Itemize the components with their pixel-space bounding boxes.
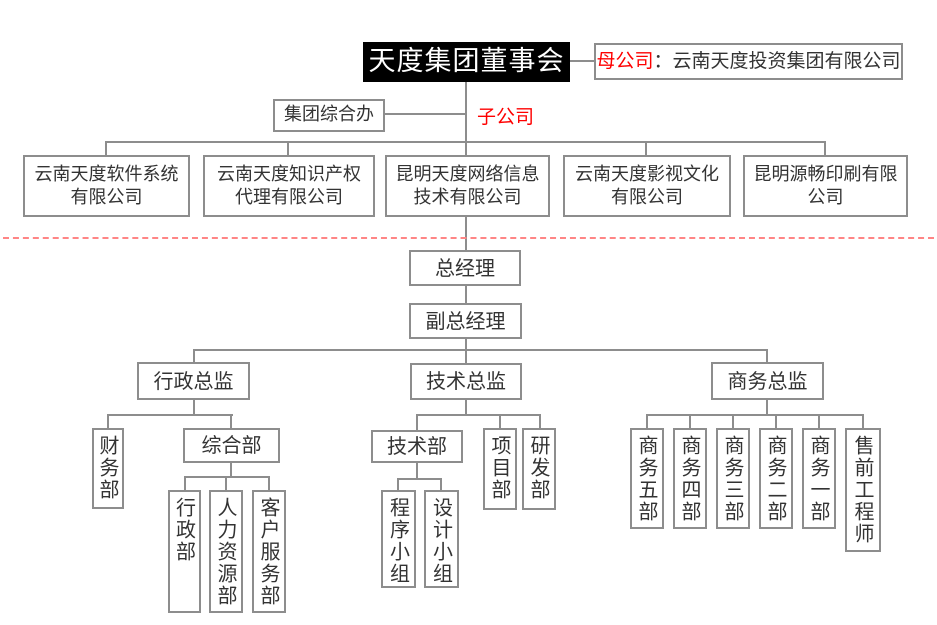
connector-line <box>105 141 826 143</box>
deputy-general-manager-box: 副总经理 <box>409 303 522 339</box>
hr-dept-box: 人力资源部 <box>209 490 243 613</box>
connector-line <box>862 414 864 428</box>
board-of-directors-box: 天度集团董事会 <box>363 42 570 82</box>
connector-line <box>645 141 647 155</box>
connector-line <box>465 286 467 303</box>
connector-line <box>107 414 233 416</box>
connector-line <box>646 414 648 428</box>
subsidiary-box-film-culture: 云南天度影视文化 有限公司 <box>563 155 731 217</box>
admin-dept-label: 行政部 <box>172 497 197 563</box>
hr-dept-label: 人力资源部 <box>214 497 238 607</box>
connector-line <box>416 414 418 430</box>
subsidiary-type-label: 子公司 <box>477 106 535 128</box>
general-affairs-dept-box: 综合部 <box>183 428 280 463</box>
connector-line <box>225 476 227 490</box>
connector-line <box>193 349 195 362</box>
admin-dept-box: 行政部 <box>168 490 201 613</box>
business-dept-3-box: 商务三部 <box>716 428 750 529</box>
business-dept-3-label: 商务三部 <box>721 435 745 523</box>
connector-line <box>287 141 289 155</box>
connector-line <box>184 476 186 490</box>
connector-line <box>499 414 501 428</box>
presales-engineer-label: 售前工程师 <box>851 435 875 545</box>
connector-line <box>824 141 826 155</box>
subsidiary-box-printing: 昆明源畅印刷有限 公司 <box>743 155 908 217</box>
connector-line <box>416 414 541 416</box>
connector-line <box>646 414 864 416</box>
business-dept-1-label: 商务一部 <box>807 435 831 523</box>
business-dept-5-box: 商务五部 <box>630 428 664 529</box>
connector-line <box>184 476 270 478</box>
parent-company-box: 母公司：云南天度投资集团有限公司 <box>594 43 903 80</box>
connector-line <box>107 414 109 428</box>
business-dept-4-box: 商务四部 <box>673 428 707 529</box>
connector-line <box>440 478 442 490</box>
subsidiary-box-software: 云南天度软件系统 有限公司 <box>23 155 190 217</box>
section-divider-dashed-line <box>3 237 934 239</box>
rd-dept-box: 研发部 <box>522 428 556 510</box>
design-team-box: 设计小组 <box>424 490 459 588</box>
connector-line <box>766 349 768 362</box>
connector-line <box>465 349 467 363</box>
rd-dept-label: 研发部 <box>527 435 551 501</box>
subsidiary-box-network-info: 昆明天度网络信息 技术有限公司 <box>385 155 550 217</box>
connector-line <box>775 414 777 428</box>
connector-line <box>818 414 820 428</box>
finance-dept-box: 财务部 <box>92 428 124 509</box>
project-dept-label: 项目部 <box>488 435 512 501</box>
parent-company-label: 母公司 <box>596 49 654 72</box>
connector-line <box>268 476 270 490</box>
business-dept-5-label: 商务五部 <box>635 435 659 523</box>
project-dept-box: 项目部 <box>483 428 517 510</box>
connector-line <box>732 414 734 428</box>
connector-line <box>689 414 691 428</box>
connector-line <box>416 463 418 479</box>
customer-service-dept-label: 客户服务部 <box>257 497 281 607</box>
connector-line <box>193 349 768 351</box>
connector-line <box>193 400 195 416</box>
subsidiary-box-ip-agency: 云南天度知识产权 代理有限公司 <box>203 155 375 217</box>
customer-service-dept-box: 客户服务部 <box>252 490 286 613</box>
parent-company-name: ：云南天度投资集团有限公司 <box>653 49 901 72</box>
connector-line <box>230 463 232 477</box>
connector-line <box>465 338 467 351</box>
connector-line <box>465 217 467 250</box>
tech-dept-box: 技术部 <box>371 430 463 463</box>
group-office-box: 集团综合办 <box>273 99 385 132</box>
presales-engineer-box: 售前工程师 <box>845 428 881 552</box>
admin-director-box: 行政总监 <box>137 362 250 400</box>
program-team-label: 程序小组 <box>386 497 411 585</box>
finance-dept-label: 财务部 <box>96 435 120 501</box>
connector-line <box>539 414 541 428</box>
connector-line <box>465 82 467 155</box>
connector-line <box>230 414 232 428</box>
business-dept-4-label: 商务四部 <box>678 435 702 523</box>
program-team-box: 程序小组 <box>381 490 416 588</box>
connector-line <box>766 400 768 415</box>
connector-line <box>570 60 594 62</box>
connector-line <box>465 399 467 415</box>
business-director-box: 商务总监 <box>711 362 824 400</box>
design-team-label: 设计小组 <box>429 497 454 585</box>
business-dept-1-box: 商务一部 <box>802 428 836 529</box>
business-dept-2-label: 商务二部 <box>764 435 788 523</box>
connector-line <box>397 478 399 490</box>
business-dept-2-box: 商务二部 <box>759 428 793 529</box>
connector-line <box>105 141 107 155</box>
connector-line <box>397 478 442 480</box>
general-manager-box: 总经理 <box>409 250 521 286</box>
connector-line <box>385 113 467 115</box>
tech-director-box: 技术总监 <box>410 363 522 400</box>
